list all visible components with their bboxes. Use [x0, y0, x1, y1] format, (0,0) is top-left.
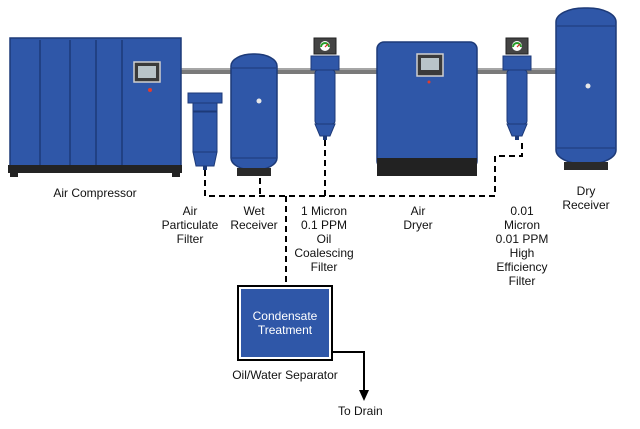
condensate-drain-lines	[204, 140, 523, 286]
high-efficiency-filter-icon	[502, 37, 532, 140]
to-drain-label: To Drain	[338, 404, 383, 418]
air-compressor-label: Air Compressor	[53, 186, 137, 200]
coalescing-filter-icon	[310, 37, 340, 140]
particulate-filter-icon	[187, 92, 223, 170]
oil-water-separator-label: Oil/Water Separator	[232, 368, 338, 382]
wet-receiver-tank-icon	[230, 53, 278, 176]
condensate-treatment-box	[237, 285, 333, 361]
air-compressor-icon	[8, 37, 182, 177]
air-dryer-icon	[376, 41, 478, 176]
drain-line	[332, 351, 365, 392]
dry-receiver-tank-icon	[555, 7, 617, 170]
arrow-down-icon	[359, 390, 369, 401]
